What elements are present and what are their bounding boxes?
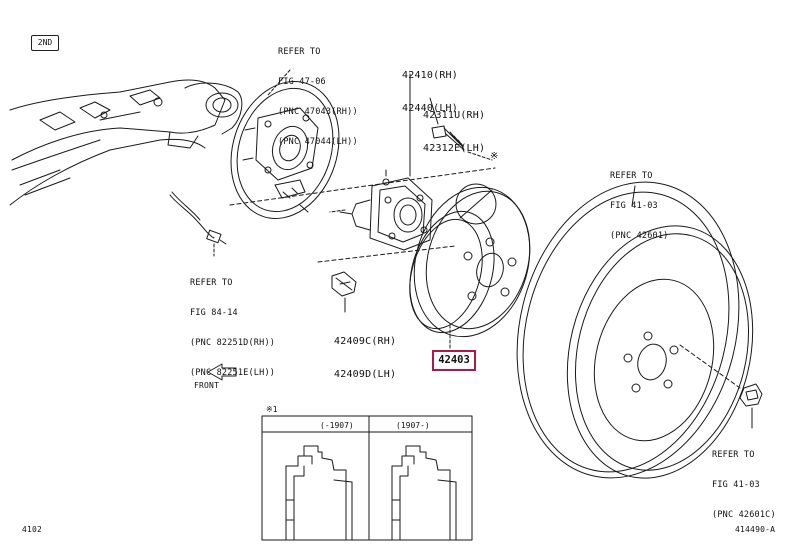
- rear-axle-beam: [9, 79, 243, 206]
- sensor-reference[interactable]: REFER TO FIG 84-14 (PNC 82251D(RH)) (PNC…: [190, 258, 275, 398]
- hub-nut-part-number[interactable]: 42409C(RH) 42409D(LH): [334, 314, 396, 402]
- ref-line: FIG 41-03: [712, 480, 760, 490]
- hub-bolt-part-number[interactable]: 42311U(RH) 42312E(LH): [423, 88, 485, 176]
- ref-line: FIG 47-06: [278, 77, 326, 87]
- brake-backing-plate: [230, 81, 340, 219]
- assembly-mark: ※: [490, 151, 499, 162]
- ref-line: (PNC 47043(RH)): [278, 107, 358, 117]
- wheel-nut-reference[interactable]: REFER TO FIG 41-03 (PNC 42601C): [712, 430, 776, 540]
- brake-drum: [409, 183, 531, 338]
- footer-page-number: 4102: [22, 525, 43, 534]
- part-line: 42311U(RH): [423, 110, 486, 121]
- ref-line: REFER TO: [190, 278, 233, 288]
- part-line: 42440(LH): [402, 103, 458, 114]
- bearing-part-number[interactable]: 42410(RH) 42440(LH): [402, 48, 458, 136]
- hub-nut: [331, 271, 357, 297]
- part-line: 42410(RH): [402, 70, 458, 81]
- ref-line: (PNC 42601): [610, 231, 669, 241]
- part-line: 42312E(LH): [423, 143, 486, 154]
- ref-line: (PNC 47044(LH)): [278, 137, 358, 147]
- speed-sensor-wire: [169, 191, 227, 257]
- ref-line: (PNC 42601C): [712, 510, 776, 520]
- part-line: 42409D(LH): [334, 369, 397, 380]
- hub-bolt: [431, 125, 465, 151]
- ref-line: FIG 41-03: [610, 201, 658, 211]
- inset-title: ※1: [266, 405, 278, 414]
- ref-line: FIG 84-14: [190, 308, 238, 318]
- ref-line: (PNC 82251D(RH)): [190, 338, 276, 348]
- second-badge: 2ND: [31, 35, 59, 51]
- ref-line: REFER TO: [278, 47, 321, 57]
- footer-figure-id: 414490-A: [735, 525, 776, 534]
- inset-detail: [261, 415, 473, 541]
- hub-bearing-assembly: [339, 169, 433, 251]
- ref-line: (PNC 82251E(LH)): [190, 368, 276, 378]
- wheel-reference[interactable]: REFER TO FIG 41-03 (PNC 42601): [610, 151, 669, 261]
- inset-right-header: (1907-): [396, 421, 430, 430]
- front-label: FRONT: [194, 381, 220, 390]
- inset-left-header: (-1907): [320, 421, 354, 430]
- wheel-nut: [739, 383, 763, 407]
- ref-line: REFER TO: [712, 450, 755, 460]
- brake-plate-reference[interactable]: REFER TO FIG 47-06 (PNC 47043(RH)) (PNC …: [278, 27, 358, 167]
- front-arrow: [207, 363, 237, 381]
- highlighted-part-42403[interactable]: 42403: [432, 350, 476, 371]
- part-line: 42409C(RH): [334, 336, 397, 347]
- wheel-rim: [516, 181, 754, 479]
- ref-line: REFER TO: [610, 171, 653, 181]
